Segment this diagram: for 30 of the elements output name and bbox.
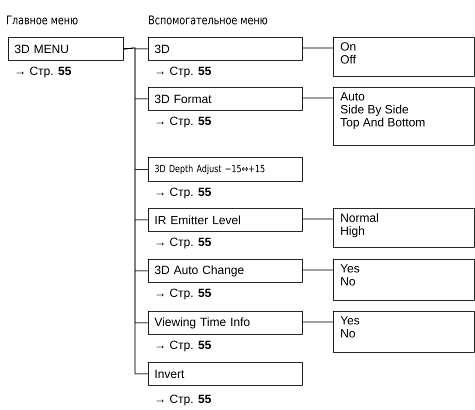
menu-box: 3D <box>148 37 303 61</box>
options-box <box>333 87 475 146</box>
options-box <box>333 311 475 353</box>
column-heading: Главное меню <box>7 16 78 24</box>
menu-box: 3D Auto Change <box>148 259 303 283</box>
connector-line <box>123 48 148 374</box>
page-reference: → Стр. 55 <box>156 238 211 248</box>
menu-box: Invert <box>148 362 303 386</box>
options-box <box>333 208 475 248</box>
option-list: Normal High <box>341 213 378 238</box>
page-reference: → Стр. 55 <box>156 188 211 198</box>
connector-line <box>302 218 334 220</box>
options-box <box>333 259 475 301</box>
column-heading: Вспомогательное меню <box>149 16 268 24</box>
page-reference: → Стр. 55 <box>156 340 211 352</box>
page-reference: → Стр. 55 <box>156 288 211 300</box>
page-reference: → Стр. 55 <box>16 66 71 78</box>
menu-box: IR Emitter Level <box>148 208 303 232</box>
menu-box: 3D Depth Adjust −15↔+15 <box>148 157 303 182</box>
menu-box: 3D MENU <box>8 37 124 61</box>
option-list: Yes No <box>340 316 360 338</box>
page-reference: → Стр. 55 <box>156 116 211 128</box>
options-box <box>333 37 475 77</box>
page-reference: → Стр. 55 <box>156 394 211 406</box>
option-list: Auto Side By Side Top And Bottom <box>340 92 424 129</box>
option-list: On Off <box>340 42 356 64</box>
option-list: Yes No <box>340 264 360 286</box>
menu-box: Viewing Time Info <box>148 311 303 335</box>
page-reference: → Стр. 55 <box>156 66 211 78</box>
menu-box: 3D Format <box>148 87 303 111</box>
